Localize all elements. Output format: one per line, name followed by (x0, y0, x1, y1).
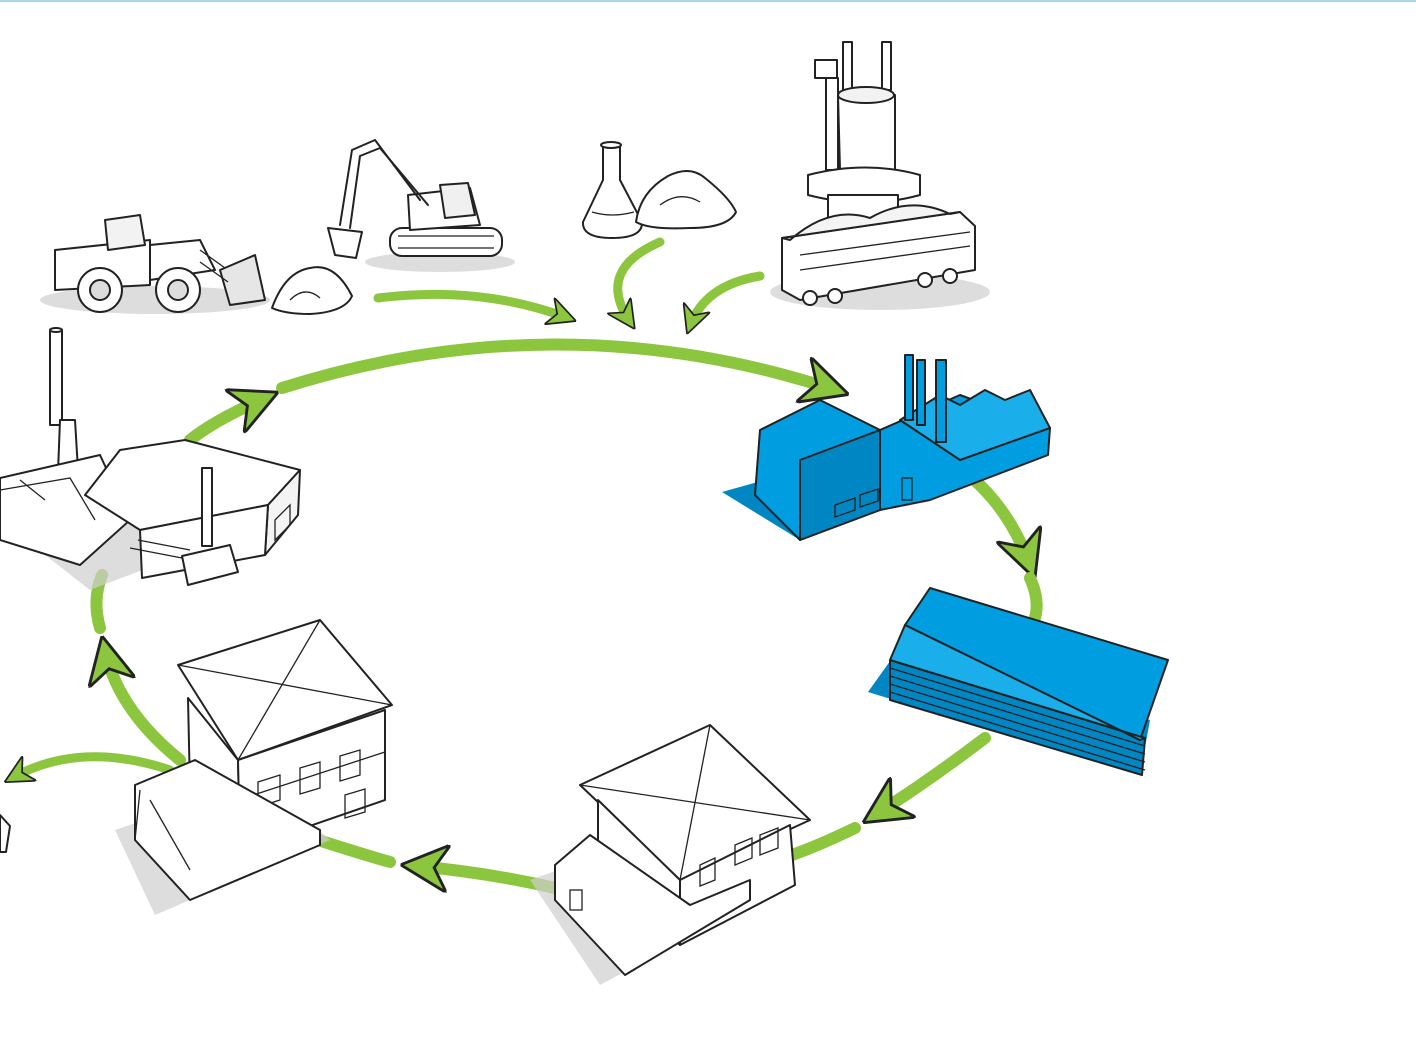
sand-pile-icon (271, 266, 353, 315)
arrow-recycling-to-factory (276, 338, 835, 390)
board-stack-icon (868, 587, 1169, 776)
arrow-recycling-up (184, 398, 265, 446)
off-page-object-edge (0, 814, 11, 853)
arrow-boards-down (1024, 572, 1043, 624)
arrow-chemicals-in (618, 237, 665, 322)
factory-icon (722, 354, 1051, 541)
house-icon (115, 619, 393, 915)
arrow-excavator-in (373, 289, 568, 318)
top-rule (0, 0, 1416, 2)
excavator-icon (327, 139, 515, 272)
kiln-railcar-icon (770, 41, 990, 310)
arrow-railcar-in (690, 271, 765, 326)
recycling-plant-icon (0, 327, 301, 590)
arrow-off-page (12, 752, 175, 778)
arrow-boards-to-house (875, 732, 991, 815)
house-icon (530, 724, 811, 985)
arrow-old-house-to-plant (105, 650, 186, 766)
arrow-factory-to-boards (964, 470, 1030, 565)
flask-and-powder-icon (581, 141, 737, 239)
arrow-house-right (786, 822, 861, 861)
wheel-loader-icon (40, 214, 270, 314)
